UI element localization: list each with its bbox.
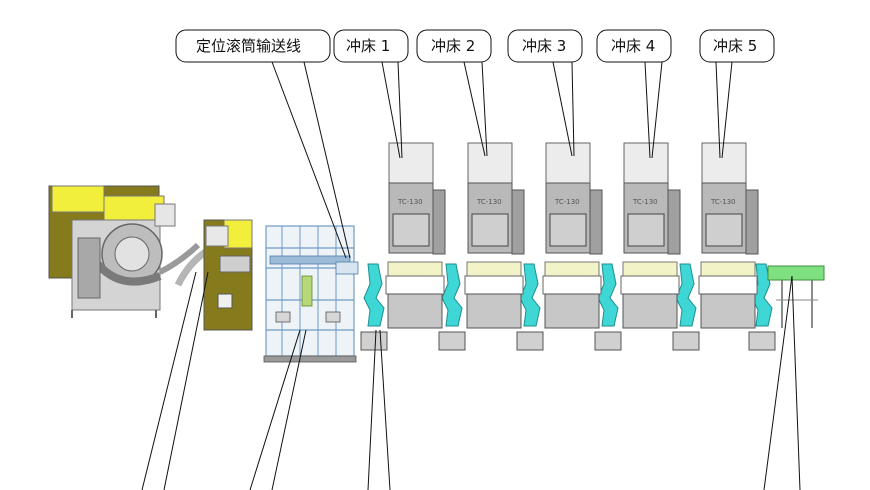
punch-press-icon (698, 142, 759, 329)
callout-press-2: 冲床 2 (416, 29, 492, 157)
press-plate-label: TC-130 (710, 198, 736, 206)
robot-arm-icon (438, 263, 466, 351)
press-plate-label: TC-130 (476, 198, 502, 206)
press-plate-label: TC-130 (554, 198, 580, 206)
callout-press-5: 冲床 5 (699, 29, 775, 159)
callout-roller-line-label: 定位滚筒输送线 (196, 37, 301, 55)
output-conveyor-icon (767, 265, 825, 328)
uncoiler-machine-icon (48, 185, 176, 318)
callout-press-1-label: 冲床 1 (346, 37, 390, 55)
callout-press-1: 冲床 1 (333, 29, 409, 159)
callout-press-4: 冲床 4 (596, 29, 672, 159)
punch-press-icon (464, 142, 525, 329)
press-plate-label: TC-130 (397, 198, 423, 206)
positioning-frame-icon (263, 225, 359, 363)
punch-press-icon (620, 142, 681, 329)
callout-press-2-label: 冲床 2 (431, 37, 475, 55)
callout-press-3: 冲床 3 (507, 29, 583, 157)
punch-press-icon (542, 142, 603, 329)
callout-press-3-label: 冲床 3 (522, 37, 566, 55)
leader-lines-bottom (141, 271, 801, 490)
press-plate-label: TC-130 (632, 198, 658, 206)
robot-arm-icon (360, 263, 388, 351)
metal-strip (158, 242, 201, 275)
callout-press-5-label: 冲床 5 (713, 37, 757, 55)
callout-roller-line: 定位滚筒输送线 (175, 29, 351, 259)
straightener-machine-icon (203, 219, 253, 331)
punch-press-icon (385, 142, 446, 329)
callout-press-4-label: 冲床 4 (611, 37, 655, 55)
